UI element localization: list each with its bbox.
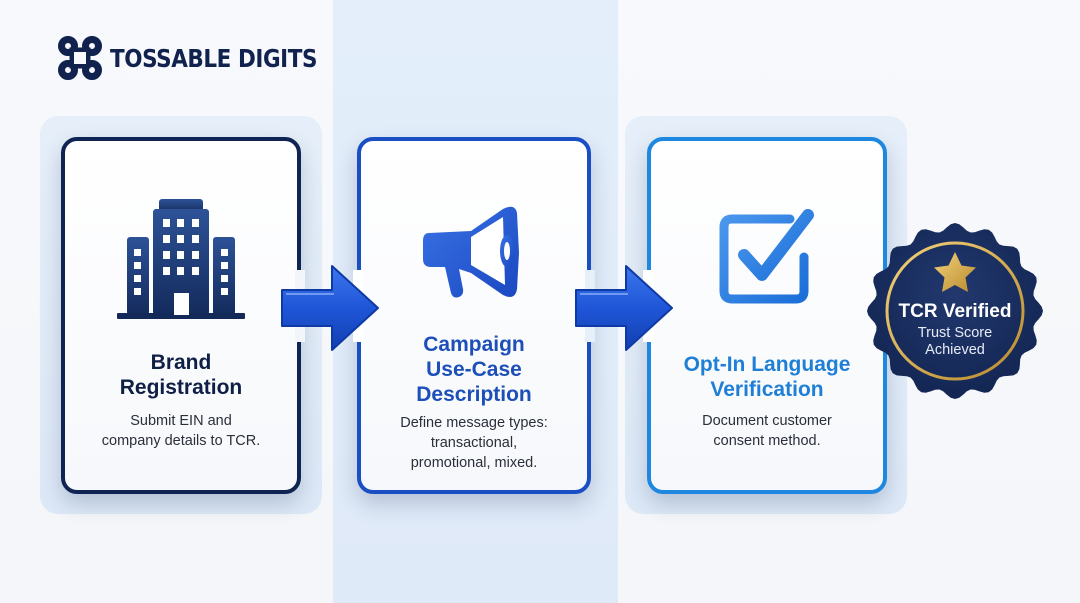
badge-line-1: Trust Score [917, 325, 993, 341]
arrow-right-icon [575, 265, 673, 351]
arrow-right-icon [281, 265, 379, 351]
step-2-title: Campaign Use-Case Description [416, 333, 532, 406]
command-key-icon [58, 36, 102, 80]
step-2-description: Define message types: transactional, pro… [400, 415, 548, 471]
brand-logo: TOSSABLE DIGITS [58, 36, 351, 80]
step-card-brand-registration: Brand Registration Submit EIN and compan… [61, 137, 301, 494]
checkbox-checked-icon [719, 209, 814, 304]
badge-line-2: Achieved [925, 342, 985, 358]
brand-name: TOSSABLE DIGITS [110, 43, 318, 73]
megaphone-icon [423, 206, 519, 298]
step-1-title: Brand Registration [119, 351, 243, 399]
verified-seal-badge [867, 223, 1043, 399]
step-card-campaign-use-case: Campaign Use-Case Description Define mes… [357, 137, 591, 494]
step-card-opt-in-verification: Opt-In Language Verification Document cu… [647, 137, 887, 494]
badge-title: TCR Verified [898, 301, 1012, 322]
step-1-description: Submit EIN and company details to TCR. [101, 413, 261, 449]
step-3-description: Document customer consent method. [702, 413, 832, 449]
star-icon [934, 252, 976, 292]
step-3-title: Opt-In Language Verification [683, 353, 851, 401]
office-building-icon [117, 199, 245, 319]
